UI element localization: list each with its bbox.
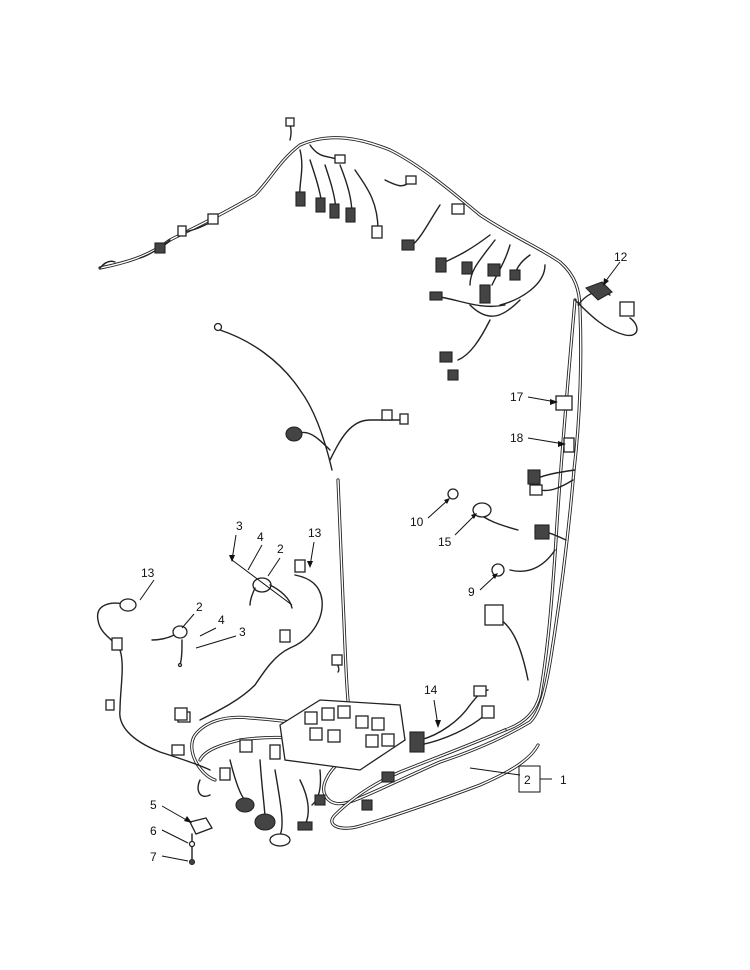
callout-2-main: 2 [524,773,531,787]
callout-13-b: 13 [141,566,155,580]
callout-13-a: 13 [308,526,322,540]
callout-4-a: 4 [257,530,264,544]
callout-3-b: 3 [239,625,246,639]
sub-harness-14 [409,685,495,753]
callout-7: 7 [150,850,157,864]
bottom-connectors [219,739,395,847]
top-branch-connectors [139,117,546,381]
callout-2-b: 2 [196,600,203,614]
connector-12 [585,281,635,317]
fuse-relay-block [174,699,406,771]
callout-14: 14 [424,683,438,697]
leader-lines [139,261,621,862]
callout-9: 9 [468,585,475,599]
centre-branch [213,322,409,673]
callout-1: 1 [560,773,567,787]
hardware-5-6-7 [188,817,213,866]
callout-12: 12 [614,250,628,264]
callout-17: 17 [510,390,524,404]
callout-3-a: 3 [236,519,243,533]
callout-10: 10 [410,515,424,529]
callout-2-a: 2 [277,542,284,556]
callout-4-b: 4 [218,613,225,627]
callouts: 1 2 3 4 2 13 13 2 4 3 12 17 18 10 15 9 1… [141,250,628,864]
callout-18: 18 [510,431,524,445]
callout-15: 15 [438,535,452,549]
right-side-drops [447,395,576,681]
callout-5: 5 [150,798,157,812]
callout-6: 6 [150,824,157,838]
